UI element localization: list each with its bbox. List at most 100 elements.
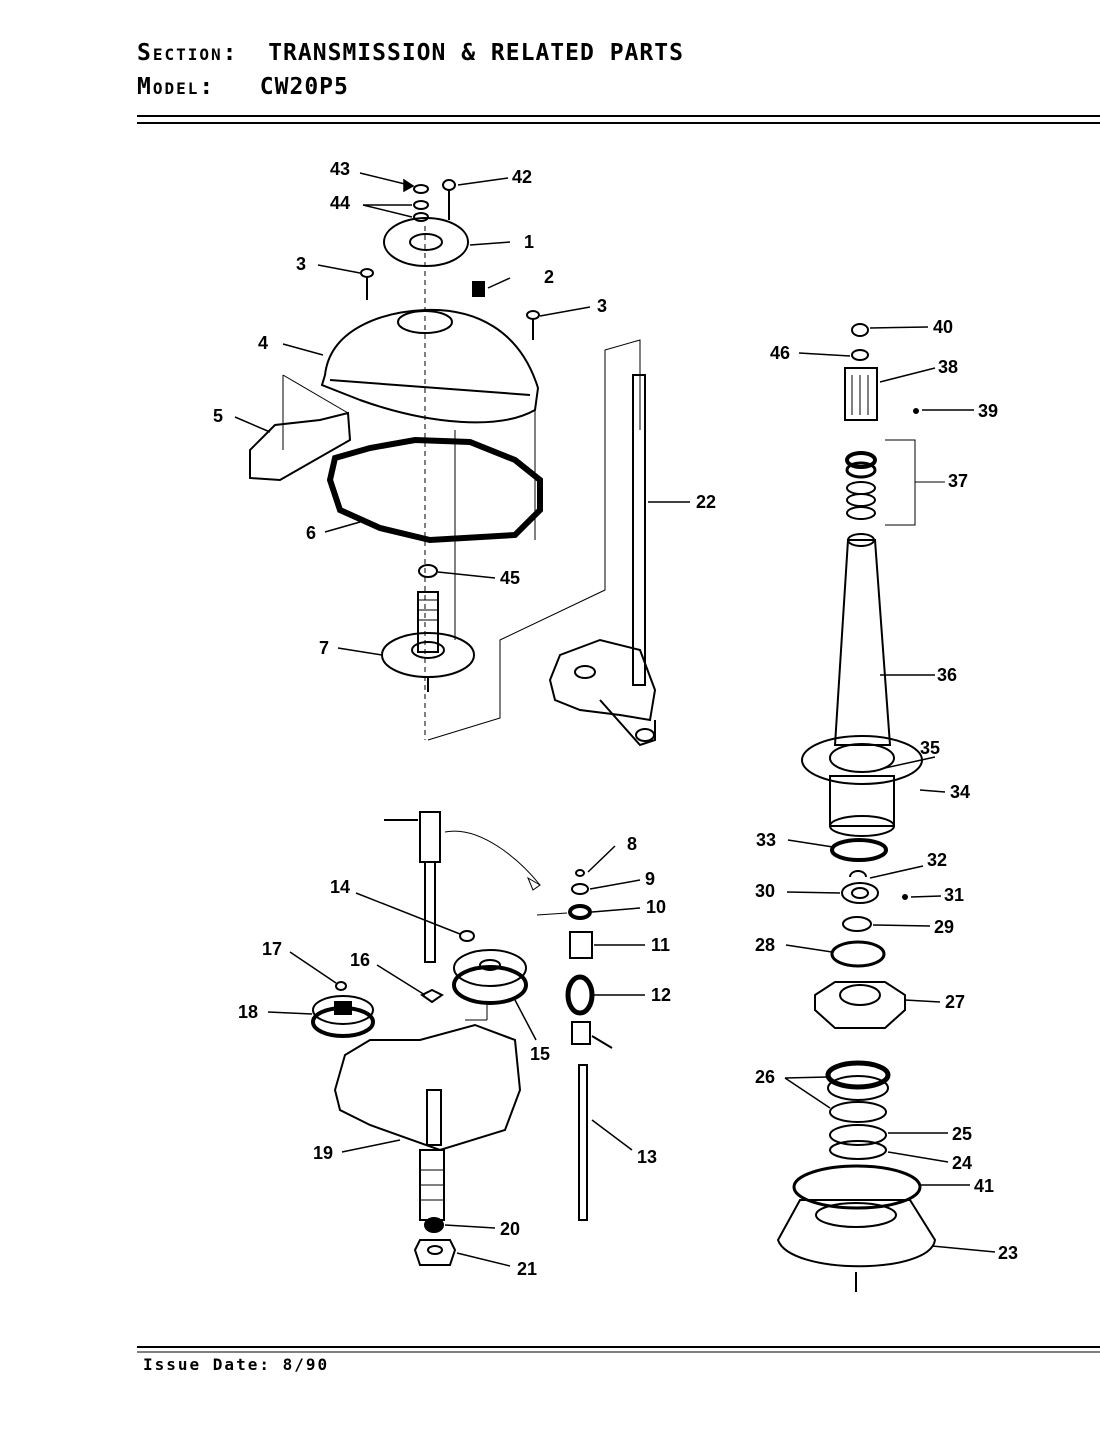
issue-date: Issue Date: 8/90: [143, 1355, 330, 1374]
part-31-pin: [902, 894, 908, 900]
callout-29: 29: [934, 917, 954, 937]
callout-35: 35: [920, 738, 940, 758]
part-19-gear-case: [333, 1023, 522, 1152]
callout-7: 7: [319, 638, 329, 658]
callout-28: 28: [755, 935, 775, 955]
callout-22: 22: [696, 492, 716, 512]
callout-27: 27: [945, 992, 965, 1012]
part-35-collar: [829, 743, 895, 773]
part-45-o-ring: [418, 564, 438, 578]
callout-43: 43: [330, 159, 350, 179]
callout-14: 14: [330, 877, 350, 897]
callout-21: 21: [517, 1259, 537, 1279]
callout-24: 24: [952, 1153, 972, 1173]
section-label: Section:: [137, 40, 239, 66]
callout-33: 33: [756, 830, 776, 850]
part-3-screw: [360, 268, 374, 278]
callout-36: 36: [937, 665, 957, 685]
part-44-washer: [413, 200, 429, 210]
callout-41: 41: [974, 1176, 994, 1196]
part-36-tube: [833, 539, 892, 746]
model-number: CW20P5: [259, 74, 349, 100]
section-line: Section: TRANSMISSION & RELATED PARTS: [137, 40, 684, 66]
part-37-seal-kit: [845, 451, 877, 520]
part-41-o-ring: [792, 1164, 922, 1210]
callout-44: 44: [330, 193, 350, 213]
callout-42: 42: [512, 167, 532, 187]
callout-10: 10: [646, 897, 666, 917]
part-10-spring: [568, 904, 592, 920]
part-15-gear: [452, 949, 528, 1005]
part-9-washer: [571, 883, 589, 895]
callout-12: 12: [651, 985, 671, 1005]
callout-13: 13: [637, 1147, 657, 1167]
part-17-washer: [335, 981, 347, 991]
callout-9: 9: [645, 869, 655, 889]
callout-46: 46: [770, 343, 790, 363]
part-22-bracket: [548, 638, 657, 722]
part-4-cover: [320, 308, 540, 424]
part-42-screw: [442, 179, 456, 191]
callout-8: 8: [627, 834, 637, 854]
part-46-washer: [851, 349, 869, 361]
callout-16: 16: [350, 950, 370, 970]
part-21-bearing: [413, 1239, 457, 1266]
callout-40: 40: [933, 317, 953, 337]
part-38-bushing: [844, 367, 878, 421]
part-25-spring: [829, 1124, 887, 1146]
part-20-seal: [424, 1217, 444, 1233]
callout-31: 31: [944, 885, 964, 905]
part-23-base: [776, 1199, 937, 1268]
callout-15: 15: [530, 1044, 550, 1064]
callout-45: 45: [500, 568, 520, 588]
callout-34: 34: [950, 782, 970, 802]
part-6-gasket: [326, 436, 543, 544]
section-title: TRANSMISSION & RELATED PARTS: [268, 40, 684, 66]
callout-30: 30: [755, 881, 775, 901]
callout-38: 38: [938, 357, 958, 377]
callout-17: 17: [262, 939, 282, 959]
part-27-housing: [814, 981, 906, 1029]
callout-6: 6: [306, 523, 316, 543]
part-22-rod: [632, 374, 646, 686]
part-11-clutch: [569, 931, 593, 959]
callout-2: 2: [544, 267, 554, 287]
callout-11: 11: [651, 935, 670, 955]
model-line: Model: CW20P5: [137, 74, 349, 100]
callout-19: 19: [313, 1143, 333, 1163]
part-40-clip: [851, 323, 869, 337]
callout-20: 20: [500, 1219, 520, 1239]
callout-25: 25: [952, 1124, 972, 1144]
part-24-ring: [829, 1140, 887, 1160]
callout-23: 23: [998, 1243, 1018, 1263]
part-1-plate: [383, 217, 469, 267]
callout-3-left: 3: [296, 254, 306, 274]
callout-3-right: 3: [597, 296, 607, 316]
callout-37: 37: [948, 471, 968, 491]
callout-1: 1: [524, 232, 534, 252]
callout-26: 26: [755, 1067, 775, 1087]
callout-4: 4: [258, 333, 268, 353]
part-43-washer: [413, 184, 429, 194]
part-32-snap-ring: [849, 870, 867, 878]
part-8-clip: [575, 869, 585, 877]
part-39-pin: [913, 408, 919, 414]
callout-39: 39: [978, 401, 998, 421]
part-14-washer: [459, 930, 475, 942]
part-26-seal: [825, 1060, 891, 1090]
part-pinion-gear: [419, 811, 441, 863]
part-28-o-ring: [830, 940, 886, 968]
part-18-gear: [311, 995, 375, 1038]
callout-32: 32: [927, 850, 947, 870]
part-2-plug: [472, 281, 485, 297]
part-13-shaft: [578, 1064, 588, 1221]
part-7-hub-shaft: [417, 591, 439, 653]
callout-18: 18: [238, 1002, 258, 1022]
part-16-washer: [420, 988, 444, 1004]
part-33-ring: [830, 838, 888, 862]
callout-5: 5: [213, 406, 223, 426]
part-30-bearing: [841, 882, 879, 904]
part-29-washer: [842, 916, 872, 932]
model-label: Model:: [137, 74, 216, 100]
